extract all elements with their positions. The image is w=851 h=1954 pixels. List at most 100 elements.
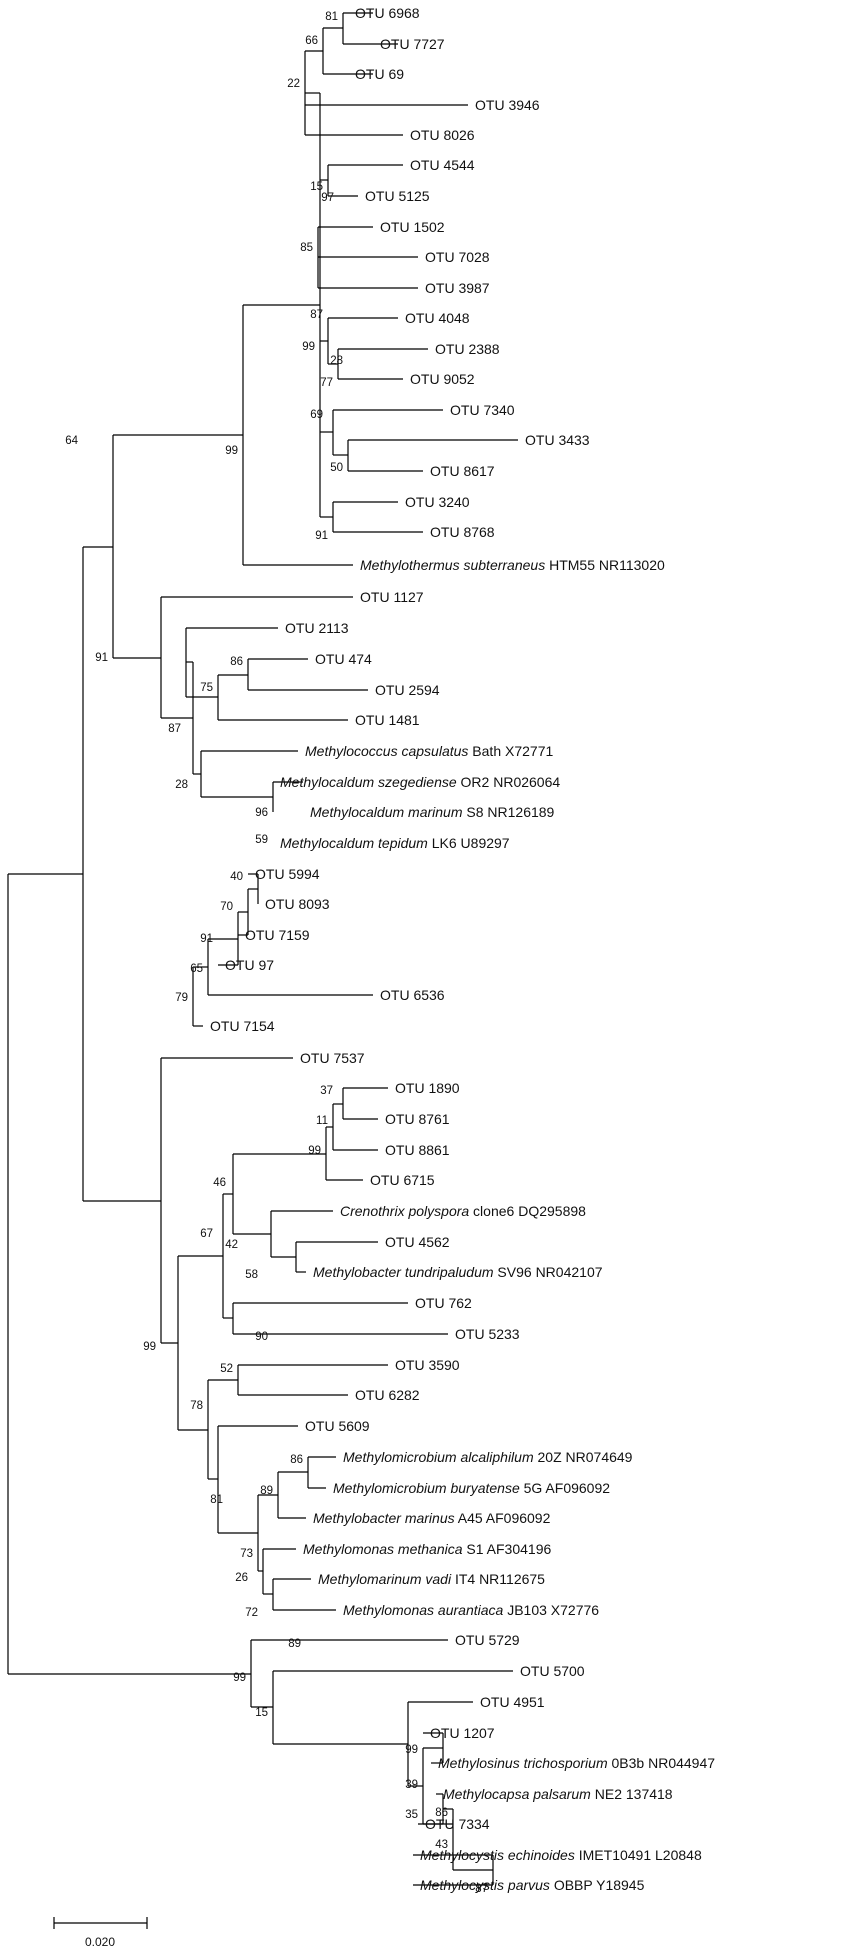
leaf-label: Methylomonas methanica S1 AF304196 [303,1541,551,1557]
leaf-label: OTU 2113 [285,620,349,636]
bootstrap-value: 43 [435,1839,448,1851]
leaf-label: Crenothrix polyspora clone6 DQ295898 [340,1203,586,1219]
leaf-label: OTU 1502 [380,219,445,235]
bootstrap-value: 89 [288,1638,301,1650]
bootstrap-value: 26 [235,1572,248,1584]
leaf-label: OTU 5125 [365,188,430,204]
leaf-label: Methylomicrobium buryatense 5G AF096092 [333,1480,610,1496]
leaf-label: OTU 9052 [410,371,475,387]
bootstrap-value: 85 [300,242,313,254]
bootstrap-value: 59 [255,834,268,846]
scale-bar: 0.020 [53,1917,148,1949]
bootstrap-value: 99 [143,1341,156,1353]
leaf-label: OTU 5729 [455,1632,520,1648]
bootstrap-value: 99 [233,1672,246,1684]
bootstrap-value: 67 [200,1228,213,1240]
leaf-label: OTU 97 [225,957,274,973]
leaf-label: OTU 8617 [430,463,495,479]
bootstrap-value: 90 [255,1331,268,1343]
leaf-label: Methylomonas aurantiaca JB103 X72776 [343,1602,599,1618]
leaf-label: OTU 5233 [455,1326,520,1342]
leaf-label: OTU 8093 [265,896,330,912]
bootstrap-value: 97 [321,192,334,204]
leaf-label: OTU 7537 [300,1050,365,1066]
leaf-label: OTU 7334 [425,1816,490,1832]
leaf-label: OTU 4951 [480,1694,545,1710]
bootstrap-value: 15 [255,1707,268,1719]
leaf-label: OTU 5700 [520,1663,585,1679]
bootstrap-value: 72 [245,1607,258,1619]
leaf-label: OTU 3590 [395,1357,460,1373]
bootstrap-value: 96 [255,807,268,819]
bootstrap-value: 65 [190,963,203,975]
leaf-label: Methylomicrobium alcaliphilum 20Z NR0746… [343,1449,633,1465]
leaf-label: OTU 4562 [385,1234,450,1250]
leaf-label: OTU 1890 [395,1080,460,1096]
leaf-label: Methylothermus subterraneus HTM55 NR1130… [360,557,665,573]
bootstrap-value: 35 [405,1809,418,1821]
bootstrap-value: 99 [405,1744,418,1756]
leaf-label: Methylocaldum tepidum LK6 U89297 [280,835,510,851]
bootstrap-value: 40 [230,871,243,883]
leaf-label: Methylocystis echinoides IMET10491 L2084… [420,1847,702,1863]
bootstrap-value: 87 [168,723,181,735]
leaf-label: Methylomarinum vadi IT4 NR112675 [318,1571,545,1587]
bootstrap-value: 28 [175,779,188,791]
bootstrap-value: 75 [200,682,213,694]
bootstrap-value: 70 [220,901,233,913]
bootstrap-value: 37 [320,1085,333,1097]
leaf-label: OTU 8761 [385,1111,450,1127]
leaf-label: OTU 3946 [475,97,540,113]
leaf-label: OTU 3987 [425,280,490,296]
leaf-label: OTU 7159 [245,927,310,943]
leaf-label: OTU 474 [315,651,372,667]
leaf-label: OTU 1207 [430,1725,495,1741]
bootstrap-value: 99 [308,1145,321,1157]
bootstrap-value: 78 [190,1400,203,1412]
leaf-label: OTU 4544 [410,157,475,173]
bootstrap-value: 87 [475,1883,488,1895]
bootstrap-value: 81 [325,11,338,23]
bootstrap-value: 28 [330,355,343,367]
bootstrap-value: 77 [320,377,333,389]
bootstrap-value: 86 [230,656,243,668]
bootstrap-value: 22 [287,78,300,90]
leaf-label: Methylocaldum szegediense OR2 NR026064 [280,774,560,790]
leaf-label: OTU 762 [415,1295,472,1311]
bootstrap-value: 79 [175,992,188,1004]
leaf-label: Methylocapsa palsarum NE2 137418 [443,1786,673,1802]
leaf-label: OTU 8861 [385,1142,450,1158]
bootstrap-value: 52 [220,1363,233,1375]
bootstrap-value: 99 [302,341,315,353]
bootstrap-value: 89 [260,1485,273,1497]
bootstrap-value: 50 [330,462,343,474]
leaf-label: Methylocaldum marinum S8 NR126189 [310,804,555,820]
leaf-label: OTU 69 [355,66,404,82]
leaf-label: OTU 3433 [525,432,590,448]
leaf-label: OTU 8768 [430,524,495,540]
leaf-label: OTU 1481 [355,712,420,728]
leaf-label: OTU 1127 [360,589,424,605]
bootstrap-value: 86 [290,1454,303,1466]
bootstrap-value: 64 [65,435,78,447]
bootstrap-value: 39 [405,1779,418,1791]
bootstrap-value: 86 [435,1807,448,1819]
leaf-label: OTU 7028 [425,249,490,265]
leaf-label: OTU 6282 [355,1387,420,1403]
leaf-label: OTU 4048 [405,310,470,326]
leaf-label: Methylobacter marinus A45 AF096092 [313,1510,551,1526]
leaf-label: OTU 2594 [375,682,440,698]
scale-bar-line [53,1917,148,1929]
leaf-label: OTU 5609 [305,1418,370,1434]
leaf-label: Methylobacter tundripaludum SV96 NR04210… [313,1264,603,1280]
bootstrap-value: 11 [316,1115,328,1127]
bootstrap-value: 91 [315,530,328,542]
tree-branches [7,12,518,1886]
bootstrap-value: 81 [210,1494,223,1506]
leaf-label: Methylosinus trichosporium 0B3b NR044947 [438,1755,715,1771]
leaf-label: OTU 6968 [355,5,420,21]
leaf-label: OTU 7154 [210,1018,275,1034]
bootstrap-value: 46 [213,1177,226,1189]
